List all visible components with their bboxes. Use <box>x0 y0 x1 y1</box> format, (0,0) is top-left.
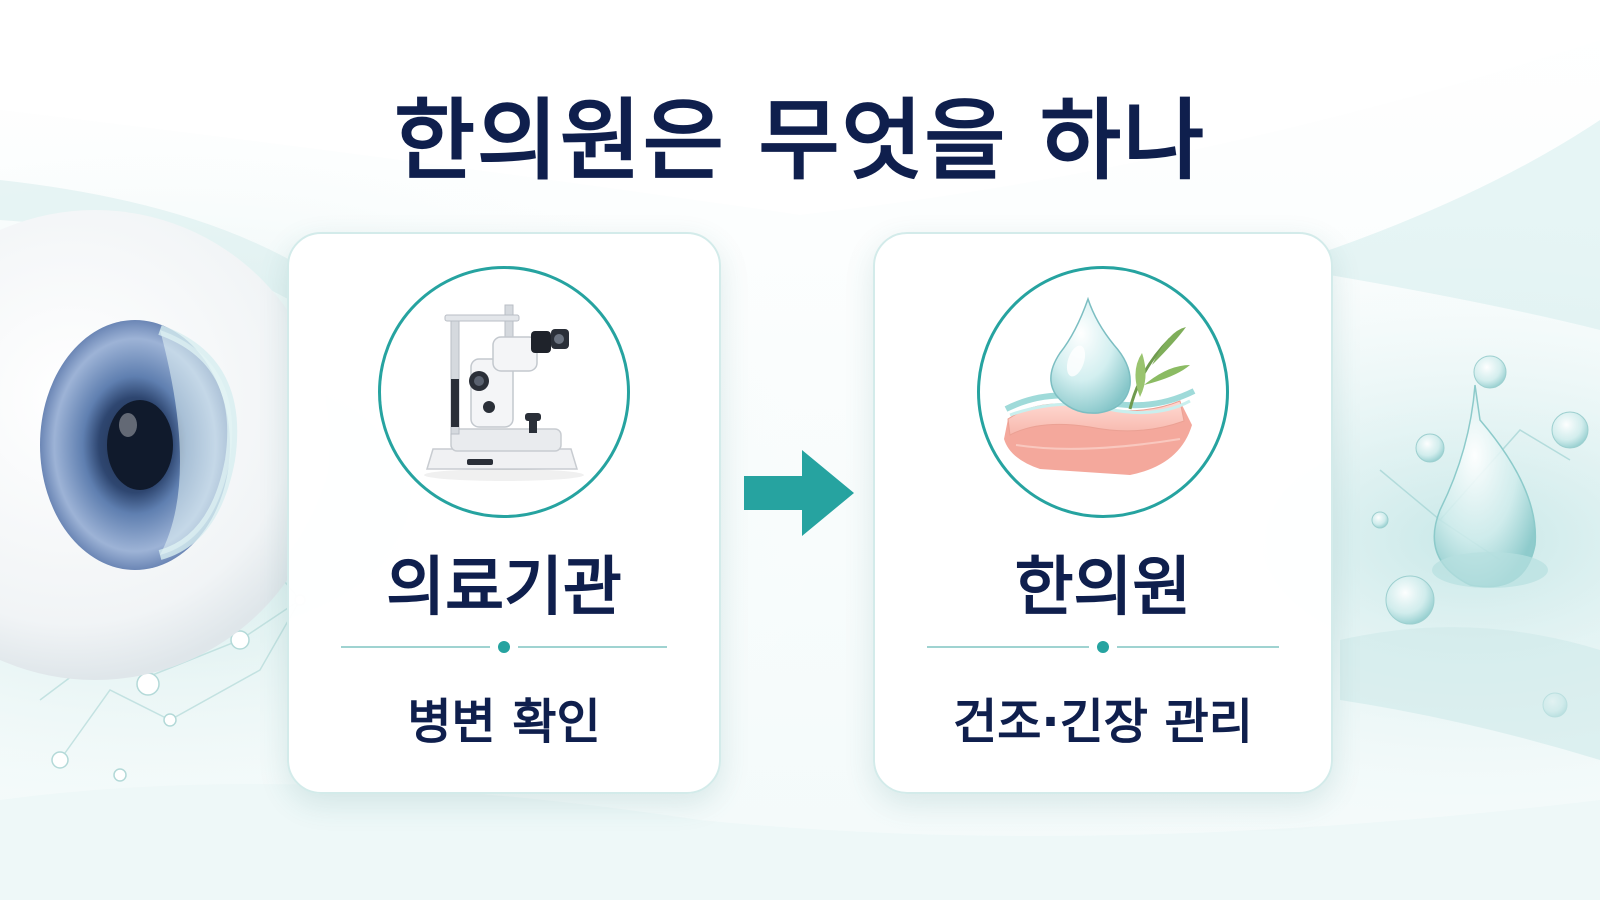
page-title: 한의원은 무엇을 하나 <box>394 89 1206 192</box>
card-subtitle: 병변 확인 <box>407 694 601 750</box>
card-divider <box>927 641 1279 653</box>
arrow-right-icon <box>744 450 854 536</box>
card-korean-medicine-clinic: 한의원 건조·긴장 관리 <box>873 232 1333 794</box>
card-heading: 한의원 <box>1014 551 1192 625</box>
card-icon-frame <box>378 266 630 518</box>
card-medical-institution: 의료기관 병변 확인 <box>287 232 721 794</box>
card-subtitle: 건조·긴장 관리 <box>953 694 1253 750</box>
slit-lamp-microscope-icon <box>424 304 584 481</box>
card-divider <box>341 641 667 653</box>
card-icon-frame <box>977 266 1229 518</box>
card-heading: 의료기관 <box>386 551 622 625</box>
water-drop-leaf-icon <box>1004 296 1196 475</box>
